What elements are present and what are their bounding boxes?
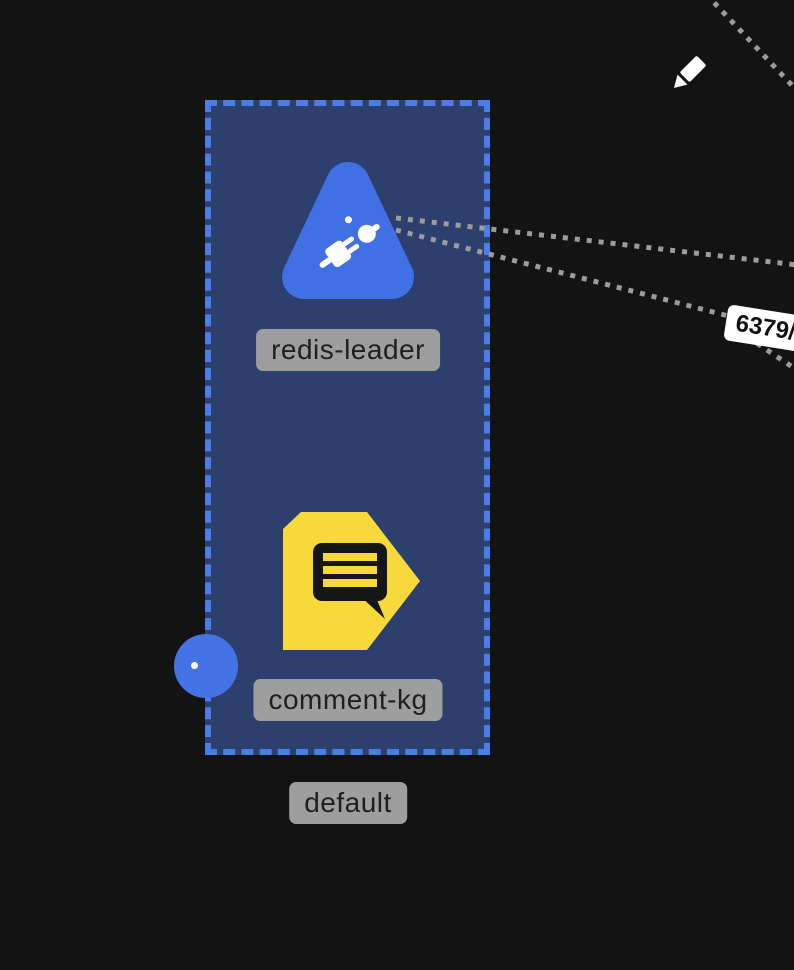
node-comment-kg[interactable] bbox=[275, 505, 425, 655]
plug-icon bbox=[319, 216, 380, 268]
pencil-body bbox=[680, 56, 706, 82]
node-redis-leader[interactable] bbox=[268, 152, 428, 307]
node-label-comment-kg[interactable]: comment-kg bbox=[253, 679, 443, 721]
edge-port-label: 6379/ bbox=[723, 304, 794, 353]
pencil-tip bbox=[673, 74, 688, 89]
node-label-redis-leader[interactable]: redis-leader bbox=[256, 329, 440, 371]
namespace-group-default[interactable]: redis-leader comment-kg bbox=[205, 100, 490, 755]
edge-line bbox=[708, 0, 794, 92]
handle-dot bbox=[191, 662, 198, 669]
rounded-triangle-shape bbox=[282, 162, 414, 299]
namespace-label[interactable]: default bbox=[289, 782, 407, 824]
pencil-icon[interactable] bbox=[658, 48, 714, 104]
comment-bubble-icon bbox=[313, 543, 387, 619]
connection-handle[interactable] bbox=[174, 634, 238, 698]
